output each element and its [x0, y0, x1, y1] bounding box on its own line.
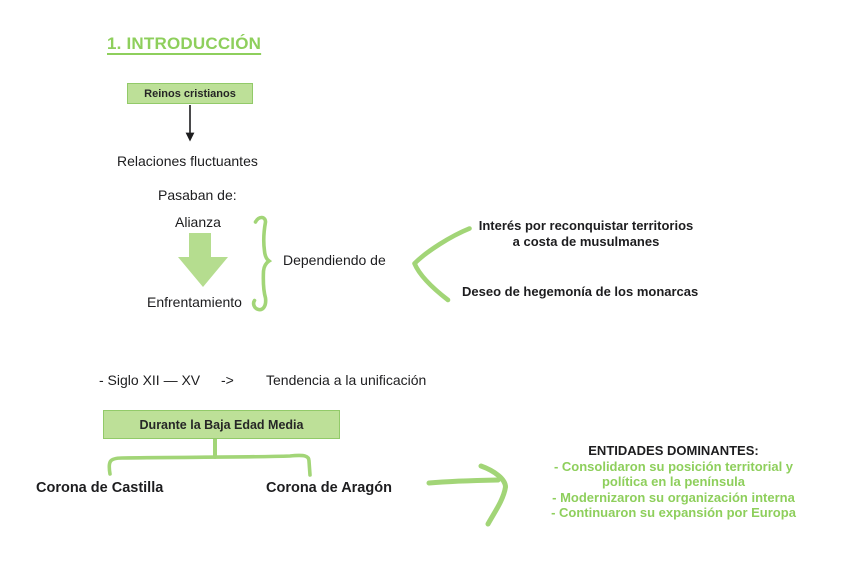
right-arrow-head-icon: [478, 463, 509, 527]
dependiendo-de-label: Dependiendo de: [283, 252, 386, 268]
factor-reconquista-line2: a costa de musulmanes: [512, 233, 660, 249]
pasaban-de-label: Pasaban de:: [158, 187, 237, 203]
page-title: 1. INTRODUCCIÓN: [107, 34, 262, 53]
entidades-dominantes-block: ENTIDADES DOMINANTES: - Consolidaron su …: [527, 443, 820, 521]
reinos-cristianos-box: Reinos cristianos: [127, 83, 253, 104]
down-arrow-head-icon: [185, 132, 195, 142]
corona-castilla-label: Corona de Castilla: [36, 480, 164, 496]
ascii-arrow-label: ->: [221, 372, 234, 388]
entidades-item-line: - Consolidaron su posición territorial y: [553, 458, 794, 474]
corona-aragon-label: Corona de Aragón: [266, 480, 392, 496]
reinos-cristianos-label: Reinos cristianos: [144, 87, 236, 100]
factor-hegemonia-label: Deseo de hegemonía de los monarcas: [462, 284, 699, 299]
baja-edad-media-box: Durante la Baja Edad Media: [103, 410, 340, 439]
baja-edad-media-label: Durante la Baja Edad Media: [139, 417, 304, 432]
factor-reconquista: Interés por reconquistar territorios a c…: [453, 218, 719, 249]
entidades-item-line: - Continuaron su expansión por Europa: [551, 505, 796, 520]
alianza-label: Alianza: [175, 214, 221, 230]
curly-brace-icon: [251, 215, 273, 312]
block-down-arrow-icon: [178, 233, 228, 287]
entidades-title: ENTIDADES DOMINANTES:: [588, 443, 759, 458]
tree-bracket-icon: [107, 453, 312, 477]
right-arrow-shaft-icon: [426, 477, 501, 486]
entidades-item-line: - Modernizaron su organización interna: [552, 489, 795, 505]
factor-reconquista-line1: Interés por reconquistar territorios: [478, 218, 694, 233]
enfrentamiento-label: Enfrentamiento: [147, 294, 242, 310]
siglo-period-label: - Siglo XII — XV: [99, 372, 201, 388]
relaciones-fluctuantes-label: Relaciones fluctuantes: [117, 153, 258, 169]
entidades-item-line: política en la península: [601, 474, 746, 489]
tendencia-label: Tendencia a la unificación: [266, 372, 427, 388]
